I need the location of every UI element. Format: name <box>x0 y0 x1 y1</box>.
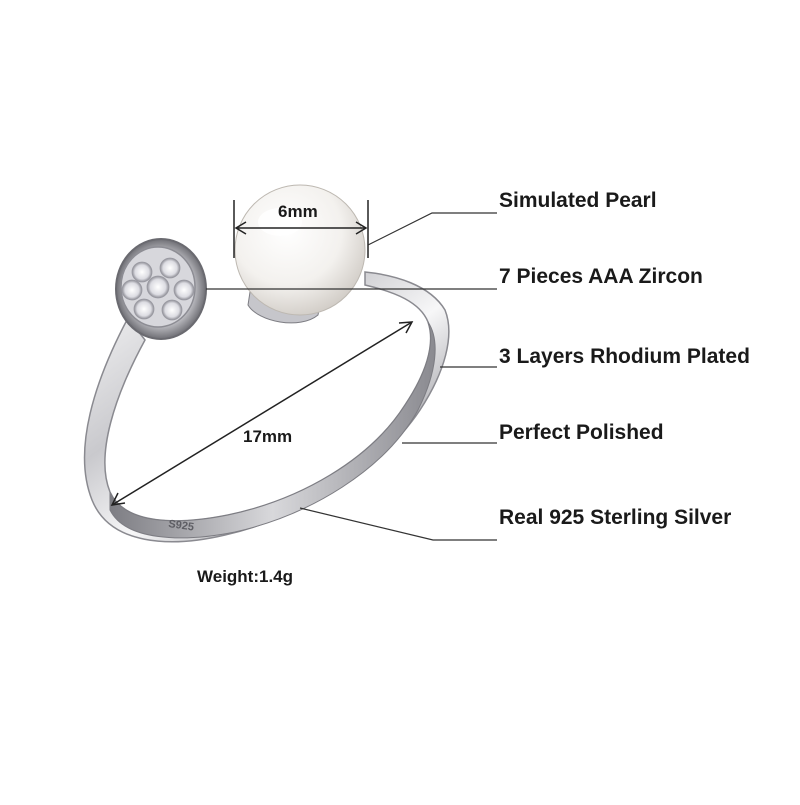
pearl-dimension-line <box>233 200 369 258</box>
pearl-size-label: 6mm <box>278 202 318 221</box>
callout-zircon: 7 Pieces AAA Zircon <box>499 265 703 288</box>
callout-rhodium-plated: 3 Layers Rhodium Plated <box>499 345 750 368</box>
hallmark-stamp: S925 <box>168 518 195 533</box>
callout-sterling-silver: Real 925 Sterling Silver <box>499 506 732 529</box>
callout-perfect-polished: Perfect Polished <box>499 421 664 444</box>
pearl <box>234 184 366 316</box>
ring-dimension-line <box>110 321 414 506</box>
weight-label: Weight:1.4g <box>197 567 294 586</box>
callout-leader-lines <box>206 212 497 541</box>
callout-simulated-pearl: Simulated Pearl <box>499 189 657 212</box>
zircon-stones <box>121 257 195 321</box>
leader-silver <box>299 507 497 541</box>
zircon-bezel <box>115 238 207 340</box>
leader-pearl <box>367 212 497 246</box>
ring-size-label: 17mm <box>243 427 293 446</box>
ring-band: S925 <box>83 271 450 543</box>
